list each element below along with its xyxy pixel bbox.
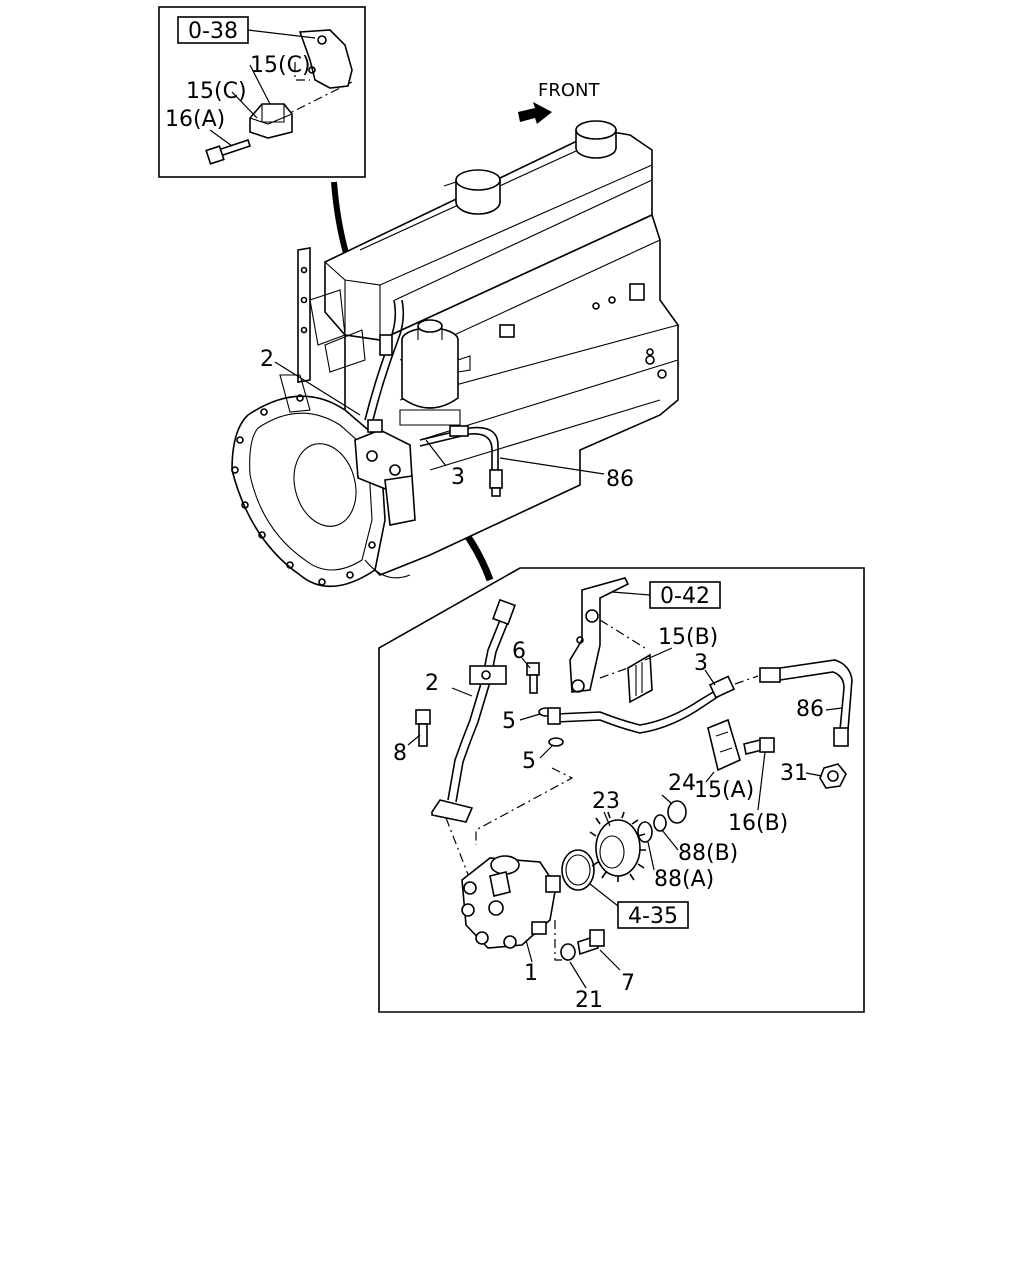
callout-8: 8 xyxy=(393,741,407,766)
callout-15c-upper: 15(C) xyxy=(250,53,311,78)
ref-0-38: 0-38 xyxy=(188,19,238,44)
callout-2: 2 xyxy=(425,671,439,696)
pump-1 xyxy=(461,855,561,949)
callout-88b: 88(B) xyxy=(678,841,738,866)
callout-88a: 88(A) xyxy=(654,867,714,892)
callout-15c-lower: 15(C) xyxy=(186,79,247,104)
callout-6: 6 xyxy=(512,639,526,664)
callout-2-main: 2 xyxy=(260,347,274,372)
inset-clip-detail: 0-38 15(C) 15(C) 16(A) xyxy=(158,6,366,178)
callout-86: 86 xyxy=(796,697,824,722)
engine-illustration xyxy=(231,120,679,588)
callout-15b: 15(B) xyxy=(658,625,718,650)
callout-24: 24 xyxy=(668,771,696,796)
callout-86-main: 86 xyxy=(606,467,634,492)
callout-3-main: 3 xyxy=(451,465,465,490)
inset-exploded-view: 0-42 15(B) 2 6 5 5 xyxy=(378,567,865,1013)
ref-0-42: 0-42 xyxy=(660,584,710,609)
callout-21: 21 xyxy=(575,988,603,1013)
callout-16b: 16(B) xyxy=(728,811,788,836)
callout-3: 3 xyxy=(694,651,708,676)
callout-5-lower: 5 xyxy=(522,749,536,774)
gear-23 xyxy=(589,811,646,882)
ref-4-35: 4-35 xyxy=(628,904,678,929)
callout-5-upper: 5 xyxy=(502,709,516,734)
callout-23: 23 xyxy=(592,789,620,814)
callout-7: 7 xyxy=(621,971,635,996)
front-indicator: FRONT xyxy=(518,80,600,124)
callout-1: 1 xyxy=(524,961,538,986)
front-arrow-icon xyxy=(518,102,552,124)
callout-31: 31 xyxy=(780,761,808,786)
callout-15a: 15(A) xyxy=(694,778,754,803)
front-label: FRONT xyxy=(538,80,600,101)
callout-16a: 16(A) xyxy=(165,107,225,132)
ref-box-4-35 xyxy=(617,901,689,929)
